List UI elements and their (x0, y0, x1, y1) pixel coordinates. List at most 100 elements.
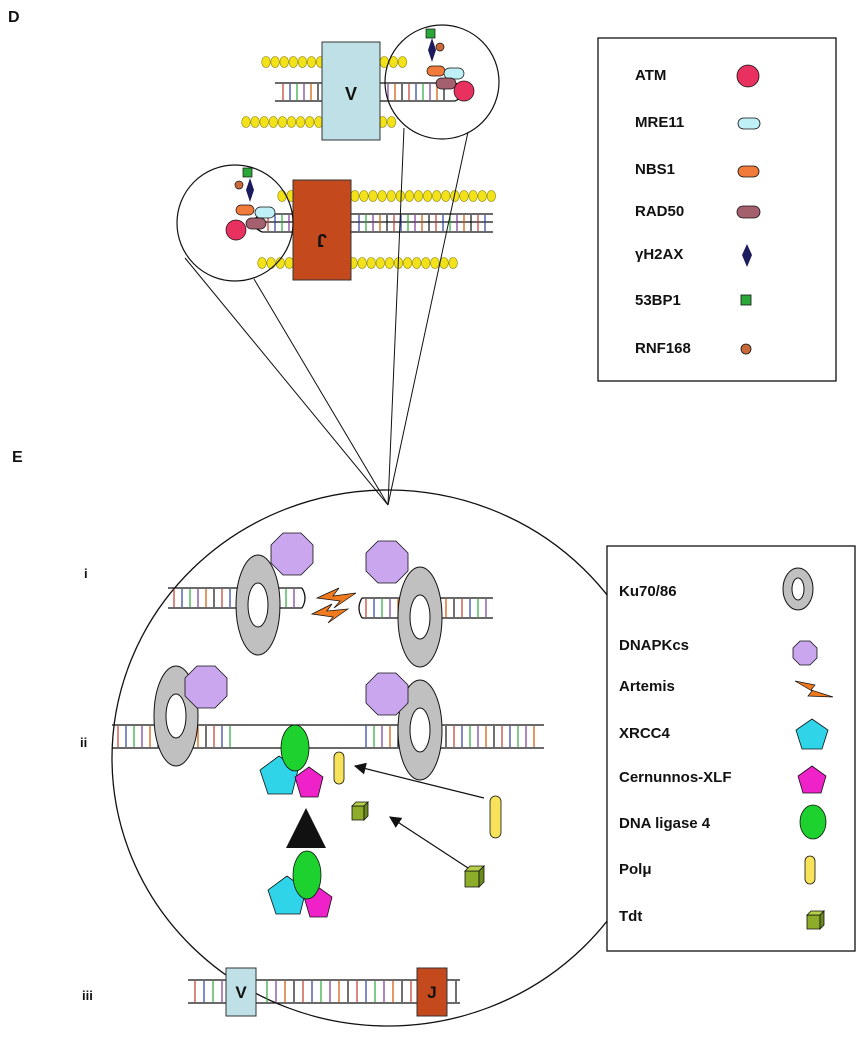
cernunnos-xlf-icon (797, 765, 827, 794)
legend-label: Tdt (619, 908, 642, 925)
dnapkcs-icon (792, 640, 818, 666)
atm-icon (736, 64, 760, 88)
histone-bead (388, 56, 399, 68)
artemis-icon (310, 603, 350, 624)
step-ii-ligation (112, 665, 544, 918)
v-segment-box (225, 967, 257, 1017)
legend-label: NBS1 (635, 161, 675, 178)
histone-bead-row (257, 257, 458, 269)
53bp1-icon (242, 167, 253, 178)
histone-bead (241, 116, 251, 128)
legend-e: Ku70/86 DNAPKcs Artemis XRCC4 Cernunnos-… (619, 567, 834, 930)
histone-bead (305, 116, 315, 128)
step-label-i: i (84, 566, 88, 581)
legend-label: RAD50 (635, 203, 684, 220)
histone-bead (386, 190, 396, 202)
v-segment-box (321, 41, 381, 141)
gh2ax-icon (742, 244, 752, 267)
rnf168-icon (435, 42, 445, 52)
histone-bead (366, 257, 376, 269)
v-segment-label: V (235, 983, 247, 1002)
j-segment-box (416, 967, 448, 1017)
rnf168-icon (234, 180, 244, 190)
histone-bead (421, 257, 431, 269)
histone-bead (448, 257, 458, 269)
nbs1-icon (737, 165, 760, 178)
histone-bead (441, 190, 451, 202)
histone-bead (277, 190, 287, 202)
legend-label: γH2AX (635, 246, 683, 263)
zoom-circle-v (384, 24, 500, 140)
histone-bead (306, 56, 317, 68)
legend-label: Polμ (619, 861, 652, 878)
pol-mu-icon (333, 751, 345, 785)
histone-bead (279, 56, 289, 68)
mre11-icon (254, 206, 276, 219)
histone-bead (250, 116, 260, 128)
nbs1-icon (235, 204, 255, 216)
histone-bead (432, 190, 442, 202)
mre11-icon (443, 67, 465, 80)
histone-bead (257, 257, 267, 269)
zoom-circle-j (176, 164, 294, 282)
histone-bead (270, 56, 280, 68)
histone-bead (259, 116, 269, 128)
histone-bead (268, 116, 278, 128)
v-segment-label: V (345, 84, 357, 104)
legend-label: MRE11 (635, 114, 684, 131)
histone-bead (486, 190, 496, 202)
zoom-connector-lines (184, 127, 469, 506)
dnapkcs-icon (365, 672, 409, 716)
histone-bead (423, 190, 433, 202)
tdt-icon (806, 910, 825, 930)
legend-label: DNA ligase 4 (619, 815, 711, 832)
step-label-iii: iii (82, 988, 93, 1003)
histone-bead (275, 257, 285, 269)
legend-label: Artemis (619, 678, 675, 695)
legend-label: Cernunnos-XLF (619, 769, 732, 786)
nbs1-icon (426, 65, 446, 77)
legend-d-box (597, 37, 837, 382)
histone-bead (459, 190, 469, 202)
histone-bead (395, 190, 405, 202)
histone-bead (286, 116, 297, 128)
histone-bead (357, 257, 367, 269)
histone-bead (297, 56, 308, 68)
recruit-arrow (353, 762, 485, 799)
histone-bead (288, 56, 298, 68)
histone-bead (397, 56, 408, 68)
atm-icon (225, 219, 247, 241)
step-label-ii: ii (80, 735, 87, 750)
j-segment-label: J (317, 230, 327, 250)
recruit-arrow (388, 816, 469, 869)
pol-mu-icon (804, 855, 816, 885)
atm-icon (453, 80, 475, 102)
rad50-icon (736, 205, 761, 219)
dnapkcs-icon (365, 540, 409, 584)
legend-d: ATM MRE11 NBS1 RAD50 γH2AX 53BP1 RNF168 (635, 64, 761, 357)
pol-mu-icon (489, 795, 502, 839)
artemis-icon (315, 587, 357, 609)
dna-ligase-4-icon (292, 850, 322, 900)
53bp1-icon (740, 294, 752, 306)
xrcc4-icon (795, 718, 829, 750)
53bp1-icon (425, 28, 436, 39)
rad50-icon (245, 217, 267, 230)
histone-bead (375, 257, 385, 269)
dna-ligase-4-icon (280, 724, 310, 772)
dnapkcs-icon (184, 665, 228, 709)
legend-label: Ku70/86 (619, 583, 677, 600)
histone-bead (266, 257, 276, 269)
tdt-icon (351, 801, 369, 821)
panel-d-label: D (8, 9, 20, 26)
step-i-broken-ends (168, 532, 493, 668)
histone-bead (403, 257, 413, 269)
gh2ax-icon (246, 178, 254, 202)
histone-bead (384, 257, 395, 269)
histone-bead (413, 190, 424, 202)
histone-bead (359, 190, 369, 202)
dna-ligase-4-icon (799, 804, 827, 840)
histone-bead (261, 56, 271, 68)
rnf168-icon (740, 343, 752, 355)
